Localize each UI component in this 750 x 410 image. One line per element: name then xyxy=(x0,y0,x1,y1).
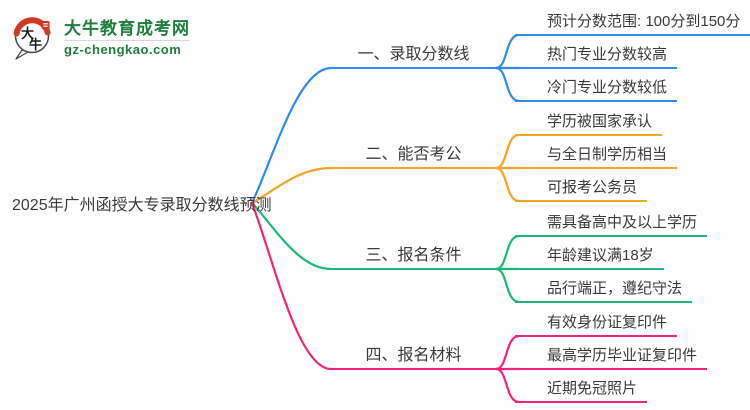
branch-node-2[interactable]: 二、能否考公 xyxy=(330,143,497,169)
leaf-node-1-1[interactable]: 预计分数范围: 100分到150分 xyxy=(515,10,750,36)
branch-node-4[interactable]: 四、报名材料 xyxy=(330,344,497,370)
svg-text:牛: 牛 xyxy=(29,37,42,52)
site-logo[interactable]: 大 牛 大牛教育成考网 gz-chengkao.com xyxy=(8,12,190,64)
site-url: gz-chengkao.com xyxy=(64,40,190,57)
leaf-node-4-3[interactable]: 近期免冠照片 xyxy=(515,377,648,403)
leaf-node-3-1[interactable]: 需具备高中及以上学历 xyxy=(515,211,708,237)
leaf-node-2-1[interactable]: 学历被国家承认 xyxy=(515,110,663,136)
branch-node-3[interactable]: 三、报名条件 xyxy=(330,244,497,270)
leaf-node-1-3[interactable]: 冷门专业分数较低 xyxy=(515,76,678,102)
root-node[interactable]: 2025年广州函授大专录取分数线预测 xyxy=(12,197,272,214)
connector-line xyxy=(250,201,333,371)
svg-text:大: 大 xyxy=(21,26,34,41)
daniu-bull-emblem-icon: 大 牛 xyxy=(13,17,51,60)
connector-line xyxy=(250,66,333,205)
branch-node-1[interactable]: 一、录取分数线 xyxy=(330,43,497,69)
leaf-node-2-2[interactable]: 与全日制学历相当 xyxy=(515,143,678,169)
leaf-node-2-3[interactable]: 可报考公务员 xyxy=(515,176,648,202)
leaf-node-3-2[interactable]: 年龄建议满18岁 xyxy=(515,244,664,270)
leaf-node-1-2[interactable]: 热门专业分数较高 xyxy=(515,43,678,69)
leaf-node-4-1[interactable]: 有效身份证复印件 xyxy=(515,311,678,337)
leaf-node-3-3[interactable]: 品行端正，遵纪守法 xyxy=(515,277,693,303)
leaf-node-4-2[interactable]: 最高学历毕业证复印件 xyxy=(515,344,708,370)
site-name: 大牛教育成考网 xyxy=(64,19,190,38)
